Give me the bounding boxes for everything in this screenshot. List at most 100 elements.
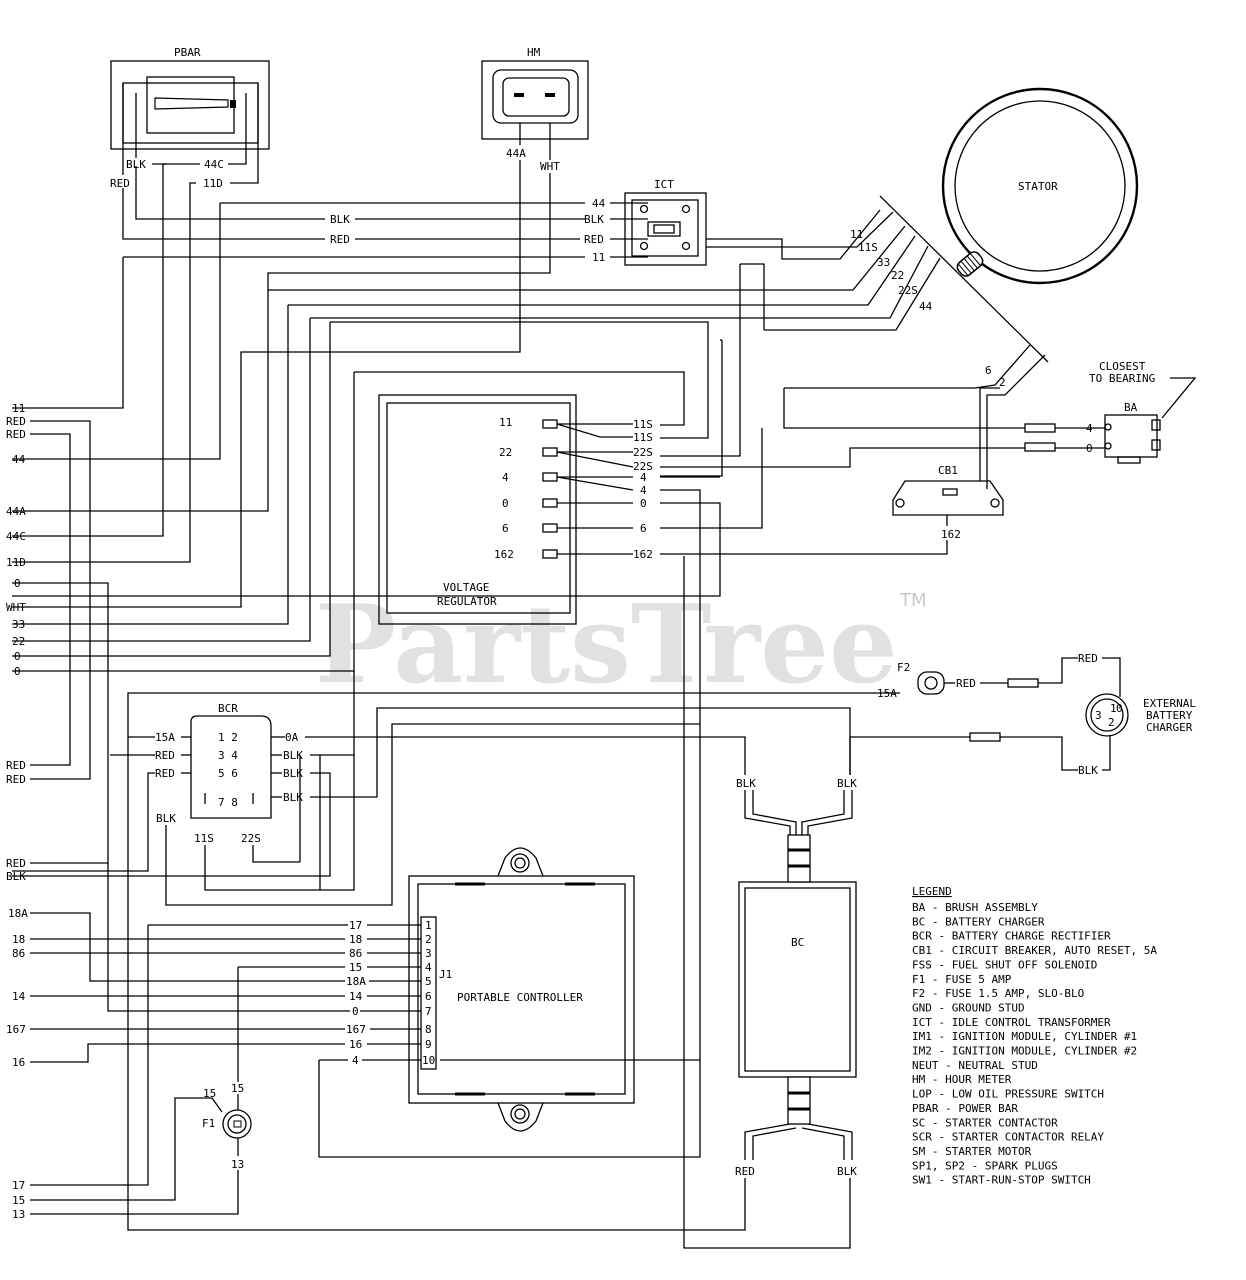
- hour-meter: HM: [481, 46, 589, 140]
- wires: [12, 83, 1121, 1249]
- j1-wire-18: 18: [349, 933, 362, 946]
- legend-item: SP1, SP2 - SPARK PLUGS: [912, 1159, 1058, 1172]
- j1-pin-4: 4: [425, 961, 432, 974]
- stator-wire-labels: 11 11S 33 22 22S 44 6 2: [850, 228, 1006, 389]
- vr-label-1: VOLTAGE: [443, 581, 489, 594]
- edge-11d: 11D: [6, 556, 26, 569]
- stator-wire-33: 33: [877, 256, 890, 269]
- stator-wire-6: 6: [985, 364, 992, 377]
- pc-label: PORTABLE CONTROLLER: [457, 991, 583, 1004]
- j1-pin-6: 6: [425, 990, 432, 1003]
- portable-controller: PORTABLE CONTROLLER J1: [408, 847, 635, 1132]
- j1-pin-10: 10: [422, 1054, 435, 1067]
- bcr-blk-2: BLK: [283, 767, 303, 780]
- vr-r-11s-b: 11S: [633, 431, 653, 444]
- bc-top-blk-1: BLK: [736, 777, 756, 790]
- edge-86: 86: [12, 947, 25, 960]
- bc-top-blk-2: BLK: [837, 777, 857, 790]
- vr-pin-22: 22: [499, 446, 512, 459]
- edge-44: 44: [12, 453, 26, 466]
- f2-red: RED: [956, 677, 976, 690]
- legend-title: LEGEND: [912, 885, 952, 898]
- pbar-11d: 11D: [203, 177, 223, 190]
- stator-wire-11s: 11S: [858, 241, 878, 254]
- vr-label-2: REGULATOR: [437, 595, 497, 608]
- legend-item: PBAR - POWER BAR: [912, 1102, 1018, 1115]
- vr-pin-6: 6: [502, 522, 509, 535]
- edge-0-b: 0: [14, 650, 21, 663]
- brush-assembly: BA CLOSEST TO BEARING: [1089, 360, 1197, 464]
- vr-r-22s-b: 22S: [633, 460, 653, 473]
- hm-label: HM: [527, 46, 541, 59]
- legend-item: IM1 - IGNITION MODULE, CYLINDER #1: [912, 1030, 1137, 1043]
- left-edge-labels: 11 RED RED 44 44A 44C 11D 0 WHT 33 22 0 …: [6, 402, 28, 1221]
- legend-item: LOP - LOW OIL PRESSURE SWITCH: [912, 1088, 1104, 1101]
- bcr-22s: 22S: [241, 832, 261, 845]
- f1-label: F1: [202, 1117, 215, 1130]
- j1-pin-7: 7: [425, 1005, 432, 1018]
- battery-charge-rectifier: BCR: [190, 702, 272, 819]
- f2-label: F2: [897, 661, 910, 674]
- hm-wht: WHT: [540, 160, 560, 173]
- bcr-0a: 0A: [285, 731, 299, 744]
- stator-wire-11: 11: [850, 228, 863, 241]
- edge-red-4: RED: [6, 773, 26, 786]
- bcr-labels: 15A 1 2 0A RED 3 4 BLK RED 5 6 BLK 7 8 B…: [155, 731, 303, 845]
- ext-pin-0: 0: [1116, 702, 1123, 715]
- trademark: TM: [899, 590, 927, 611]
- vr-r-11s-a: 11S: [633, 418, 653, 431]
- edge-22: 22: [12, 635, 25, 648]
- stator-wire-44: 44: [919, 300, 933, 313]
- j1-wire-18a: 18A: [346, 975, 366, 988]
- cb1-wire-label: 162: [941, 528, 961, 541]
- bcr-p78: 7 8: [218, 796, 238, 809]
- top-labels: BLK RED 44C 11D 44A WHT 44 BLK RED 11 BL…: [110, 147, 606, 264]
- bcr-blk-left: BLK: [156, 812, 176, 825]
- j1-pin-2: 2: [425, 933, 432, 946]
- legend-item: NEUT - NEUTRAL STUD: [912, 1059, 1038, 1072]
- legend-item: BC - BATTERY CHARGER: [912, 915, 1045, 928]
- ba-label: BA: [1124, 401, 1138, 414]
- legend-item: CB1 - CIRCUIT BREAKER, AUTO RESET, 5A: [912, 944, 1157, 957]
- edge-44c: 44C: [6, 530, 26, 543]
- legend-item: SM - STARTER MOTOR: [912, 1145, 1032, 1158]
- vr-pin-11: 11: [499, 416, 512, 429]
- j1-wire-14: 14: [349, 990, 363, 1003]
- ict-blk: BLK: [584, 213, 604, 226]
- f1-wire-13: 13: [231, 1158, 244, 1171]
- bcr-red-2: RED: [155, 767, 175, 780]
- ext-label-1: EXTERNAL: [1143, 697, 1196, 710]
- j1-wire-86: 86: [349, 947, 362, 960]
- f1-wire-15-a: 15: [203, 1087, 216, 1100]
- vr-pin-162: 162: [494, 548, 514, 561]
- legend-item: HM - HOUR METER: [912, 1073, 1012, 1086]
- pbar-44c: 44C: [204, 158, 224, 171]
- ba-wire-0: 0: [1086, 442, 1093, 455]
- edge-16: 16: [12, 1056, 25, 1069]
- fuse-f1: F1: [202, 1109, 252, 1139]
- edge-44a: 44A: [6, 505, 26, 518]
- closest-label: CLOSEST: [1099, 360, 1146, 373]
- pbar-blk: BLK: [126, 158, 146, 171]
- hm-44a: 44A: [506, 147, 526, 160]
- legend-item: BA - BRUSH ASSEMBLY: [912, 901, 1038, 914]
- stator-wire-2: 2: [999, 376, 1006, 389]
- edge-33: 33: [12, 618, 25, 631]
- ext-label-2: BATTERY: [1146, 709, 1193, 722]
- external-battery-charger-plug: 3 1 0 2 EXTERNAL BATTERY CHARGER: [1085, 693, 1196, 737]
- bcr-p34: 3 4: [218, 749, 238, 762]
- legend-item: ICT - IDLE CONTROL TRANSFORMER: [912, 1016, 1111, 1029]
- vr-r-6: 6: [640, 522, 647, 535]
- j1-pin-labels: 1 2 3 4 5 6 7 8 9 10: [422, 919, 435, 1067]
- vr-r-4-a: 4: [640, 471, 647, 484]
- j1-label: J1: [439, 968, 452, 981]
- ext-red-link: [1007, 678, 1039, 688]
- vr-right-labels: 11S 11S 22S 22S 4 4 0 6 162: [633, 418, 653, 561]
- bc-bottom-blk: BLK: [837, 1165, 857, 1178]
- watermark: PartsTree: [315, 582, 898, 708]
- ba-link-0: [1024, 442, 1056, 452]
- legend-item: FSS - FUEL SHUT OFF SOLENOID: [912, 958, 1097, 971]
- j1-pin-3: 3: [425, 947, 432, 960]
- stator-wire-22s: 22S: [898, 284, 918, 297]
